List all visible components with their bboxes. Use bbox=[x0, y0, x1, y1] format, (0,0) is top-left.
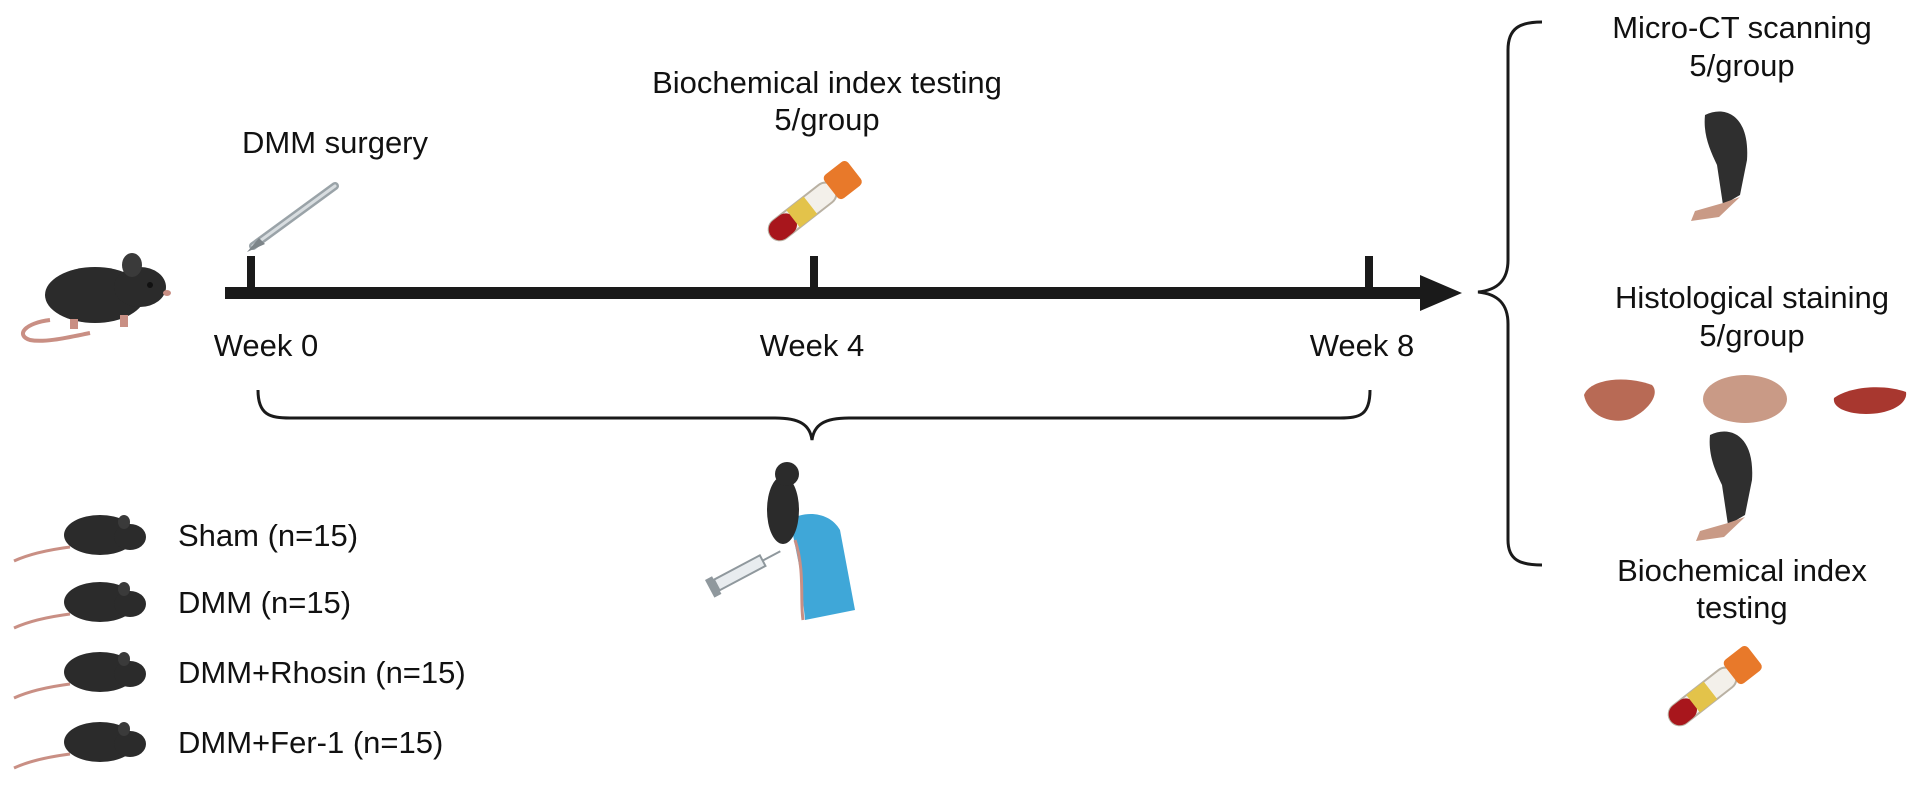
event-dmm-surgery: DMM surgery bbox=[241, 125, 429, 160]
outcome-micro-ct-count: 5/group bbox=[1689, 48, 1795, 83]
blood-tube-icon bbox=[1667, 646, 1762, 727]
outcome-histology-count: 5/group bbox=[1699, 318, 1805, 353]
event-biochemical-testing-count: 5/group bbox=[774, 102, 880, 137]
kidney-icon bbox=[1703, 375, 1787, 423]
blood-tube-icon bbox=[767, 161, 862, 242]
outcome-histology-title: Histological staining bbox=[1615, 280, 1889, 315]
label-week-0: Week 0 bbox=[213, 328, 319, 363]
outcome-brace bbox=[1477, 20, 1543, 567]
label-week-4: Week 4 bbox=[759, 328, 865, 363]
event-biochemical-testing: Biochemical index testing bbox=[652, 65, 1002, 100]
treatment-period-brace bbox=[256, 389, 1372, 441]
knee-joint-icon bbox=[1696, 431, 1753, 541]
group-dmm: DMM (n=15) bbox=[178, 585, 352, 620]
group-sham: Sham (n=15) bbox=[178, 518, 359, 553]
outcome-micro-ct-title: Micro-CT scanning bbox=[1612, 10, 1872, 45]
mouse-icon bbox=[21, 253, 171, 343]
mouse-icon bbox=[13, 652, 146, 700]
group-dmm-fer1: DMM+Fer-1 (n=15) bbox=[178, 725, 444, 760]
mouse-icon bbox=[13, 722, 146, 770]
syringe-injection-icon bbox=[704, 462, 855, 621]
group-dmm-rhosin: DMM+Rhosin (n=15) bbox=[178, 655, 466, 690]
outcome-biochemical-sub: testing bbox=[1696, 590, 1788, 625]
tick-week-4 bbox=[810, 256, 818, 290]
outcome-biochemical-title: Biochemical index bbox=[1617, 553, 1867, 588]
mouse-icon bbox=[13, 515, 146, 563]
tick-week-8 bbox=[1365, 256, 1373, 290]
scalpel-icon bbox=[247, 182, 339, 252]
liver-icon bbox=[1584, 379, 1655, 421]
tick-week-0 bbox=[247, 256, 255, 290]
knee-joint-icon bbox=[1691, 111, 1748, 221]
mouse-icon bbox=[13, 582, 146, 630]
label-week-8: Week 8 bbox=[1309, 328, 1415, 363]
spleen-icon bbox=[1833, 387, 1907, 414]
